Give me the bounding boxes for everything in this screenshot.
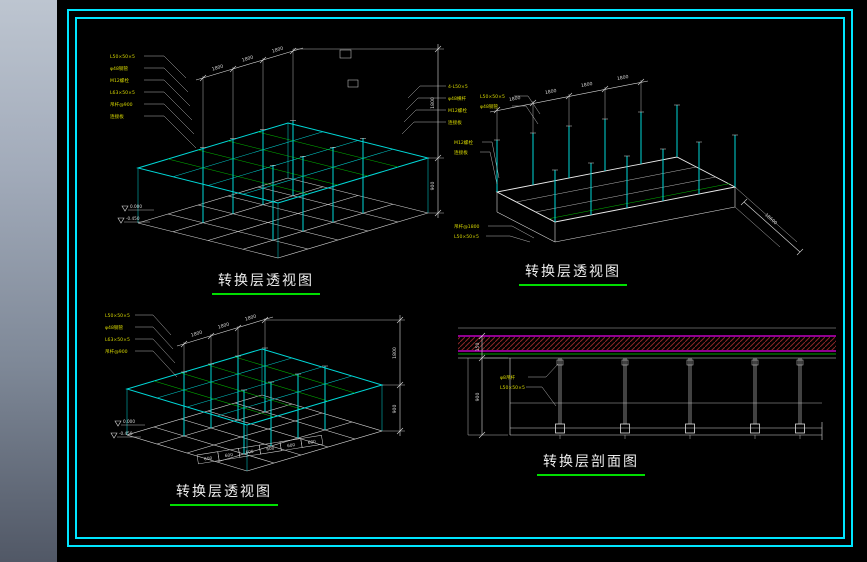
left-dimension: 150 900 <box>468 332 508 439</box>
note-label: L50×50×5 <box>454 234 479 240</box>
section-view-svg: 150 900 φ8吊杆 L50×50×5 <box>458 327 836 440</box>
note-label: φ48横杆 <box>448 95 466 102</box>
note-label: L50×50×5 <box>500 385 525 391</box>
note-label: 4-L50×5 <box>448 84 468 90</box>
note-label: 吊杆@1800 <box>454 223 480 230</box>
dim-label: 1800 <box>544 88 557 96</box>
drawing-canvas[interactable]: 1800 1800 1800 1800 900 L50×50×5 φ48钢管 M… <box>57 0 867 562</box>
hanger-posts <box>494 104 738 222</box>
dim-label: 600 <box>266 445 275 451</box>
perspective-view-3: 1800 1800 1800 1800 900 L50×50×5 φ48钢管 L… <box>105 305 435 505</box>
level-label: 0.000 <box>123 419 135 424</box>
slab-band <box>458 327 836 359</box>
dim-label: 600 <box>204 455 213 461</box>
note-label: L63×50×5 <box>105 337 130 343</box>
dim-label: 18600 <box>763 212 778 226</box>
dim-label: 1800 <box>508 95 521 103</box>
note-label: 连接板 <box>454 149 468 156</box>
view2-title: 转换层透视图 <box>519 261 627 286</box>
dim-label: 1800 <box>244 313 257 322</box>
dim-label: 1800 <box>241 54 254 63</box>
note-label: L50×50×5 <box>480 94 505 100</box>
left-annotations: L50×50×5 φ48钢管 L63×50×5 吊杆@900 <box>105 313 178 378</box>
level-marks: 0.000 -0.450 <box>117 204 154 224</box>
dim-label: 600 <box>225 452 234 458</box>
note-label: φ48钢管 <box>480 103 498 110</box>
note-label: 吊杆@900 <box>110 101 133 108</box>
note-label: L50×50×5 <box>105 313 130 319</box>
dim-label: 1800 <box>190 329 203 338</box>
perspective-view-1: 1800 1800 1800 1800 900 L50×50×5 φ48钢管 M… <box>108 28 468 278</box>
dim-label: 900 <box>475 393 481 402</box>
dim-label: 900 <box>392 405 398 414</box>
dim-label: 1800 <box>430 97 436 109</box>
perspective-view-2-svg: 1800 1800 1800 1800 18600 L50×50×5 φ48钢管… <box>454 74 804 256</box>
note-label: M12螺栓 <box>454 139 473 146</box>
level-marks: 0.000 -0.450 <box>110 419 145 439</box>
top-dimension-chain: 1800 1800 1800 1800 <box>489 74 649 140</box>
level-label: -0.450 <box>126 216 140 221</box>
note-label: φ48钢管 <box>110 65 128 72</box>
transfer-slab <box>136 122 430 258</box>
perspective-view-1-svg: 1800 1800 1800 1800 900 L50×50×5 φ48钢管 M… <box>110 44 468 259</box>
annotations: L50×50×5 φ48钢管 M12螺栓 连接板 吊杆@1800 L50×50×… <box>454 94 541 243</box>
left-annotations: L50×50×5 φ48钢管 M12螺栓 L63×50×5 吊杆@900 连接板 <box>110 54 197 149</box>
transfer-slab <box>125 348 384 471</box>
view4-title: 转换层剖面图 <box>537 451 645 476</box>
dim-label: 1800 <box>217 321 230 330</box>
note-label: φ48钢管 <box>105 324 123 331</box>
dim-label: 600 <box>287 442 296 448</box>
annotations: φ8吊杆 L50×50×5 <box>500 363 559 407</box>
view1-title: 转换层透视图 <box>212 270 320 295</box>
lower-grid <box>137 177 429 259</box>
bottom-dimension-boxes: 600 600 600 600 600 600 <box>196 435 324 465</box>
level-label: 0.000 <box>130 204 142 209</box>
dim-label: 600 <box>245 449 254 455</box>
ceiling-channel <box>467 358 823 440</box>
dim-label: 1800 <box>392 347 398 359</box>
desktop-background-strip <box>0 0 57 562</box>
lower-grid <box>126 394 383 472</box>
top-dimension-chain: 1800 1800 1800 <box>195 45 304 148</box>
border-frame-inner <box>75 17 845 539</box>
hanger-posts <box>181 347 328 454</box>
view3-title: 转换层透视图 <box>170 481 278 506</box>
dim-label: 900 <box>430 182 436 191</box>
note-label: M12螺栓 <box>448 107 467 114</box>
perspective-view-3-svg: 1800 1800 1800 1800 900 L50×50×5 φ48钢管 L… <box>105 313 405 472</box>
level-label: -0.450 <box>119 431 133 436</box>
note-label: L63×50×5 <box>110 90 135 96</box>
border-frame-outer <box>67 9 853 547</box>
note-label: 连接板 <box>448 119 462 126</box>
note-label: 吊杆@900 <box>105 348 128 355</box>
dim-label: 150 <box>475 343 481 352</box>
dim-label: 1800 <box>211 63 224 72</box>
right-dimension: 1800 900 <box>265 315 405 436</box>
note-label: φ8吊杆 <box>500 374 516 381</box>
section-view: 150 900 φ8吊杆 L50×50×5 <box>450 322 850 472</box>
dim-label: 1800 <box>580 81 593 89</box>
dim-label: 600 <box>308 439 317 445</box>
note-label: 连接板 <box>110 113 124 120</box>
diagonal-dimension: 18600 <box>734 186 804 256</box>
top-dimension-chain: 1800 1800 1800 <box>176 313 274 372</box>
dim-label: 1800 <box>271 45 284 54</box>
dim-label: 1800 <box>616 74 629 82</box>
hangers <box>555 358 805 439</box>
marker-boxes <box>339 49 359 88</box>
note-label: M12螺栓 <box>110 77 129 84</box>
note-label: L50×50×5 <box>110 54 135 60</box>
right-dimension: 1800 900 <box>293 44 444 218</box>
perspective-view-2: 1800 1800 1800 1800 18600 L50×50×5 φ48钢管… <box>452 52 852 282</box>
right-annotations: 4-L50×5 φ48横杆 M12螺栓 连接板 <box>401 84 468 135</box>
